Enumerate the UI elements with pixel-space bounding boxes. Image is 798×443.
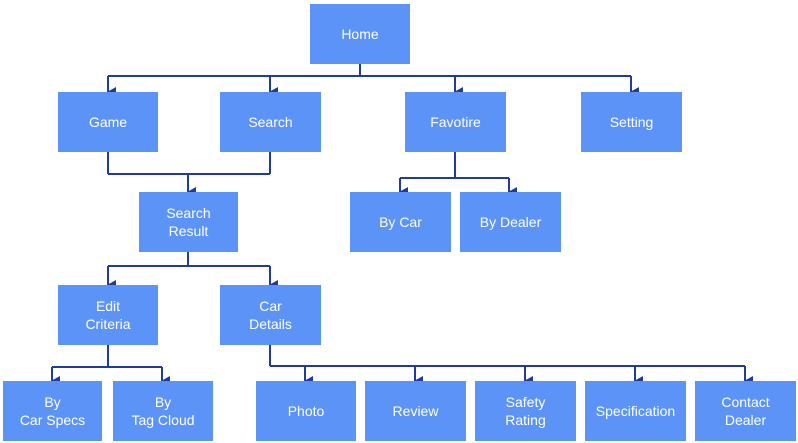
node-car-details: Car Details [220, 285, 321, 345]
node-home: Home [310, 4, 410, 64]
node-review: Review [365, 381, 466, 441]
node-favorite: Favotire [405, 92, 506, 152]
node-safety-rating: Safety Rating [475, 381, 576, 441]
node-search: Search [220, 92, 321, 152]
node-photo: Photo [256, 381, 356, 441]
node-by-car-specs: By Car Specs [3, 381, 102, 441]
node-setting: Setting [581, 92, 682, 152]
node-specification: Specification [585, 381, 686, 441]
node-contact-dealer: Contact Dealer [695, 381, 796, 441]
node-edit-criteria: Edit Criteria [58, 285, 158, 345]
node-by-car: By Car [350, 192, 451, 252]
node-game: Game [58, 92, 158, 152]
node-search-result: Search Result [139, 192, 238, 252]
node-by-dealer: By Dealer [460, 192, 561, 252]
node-by-tag-cloud: By Tag Cloud [113, 381, 213, 441]
